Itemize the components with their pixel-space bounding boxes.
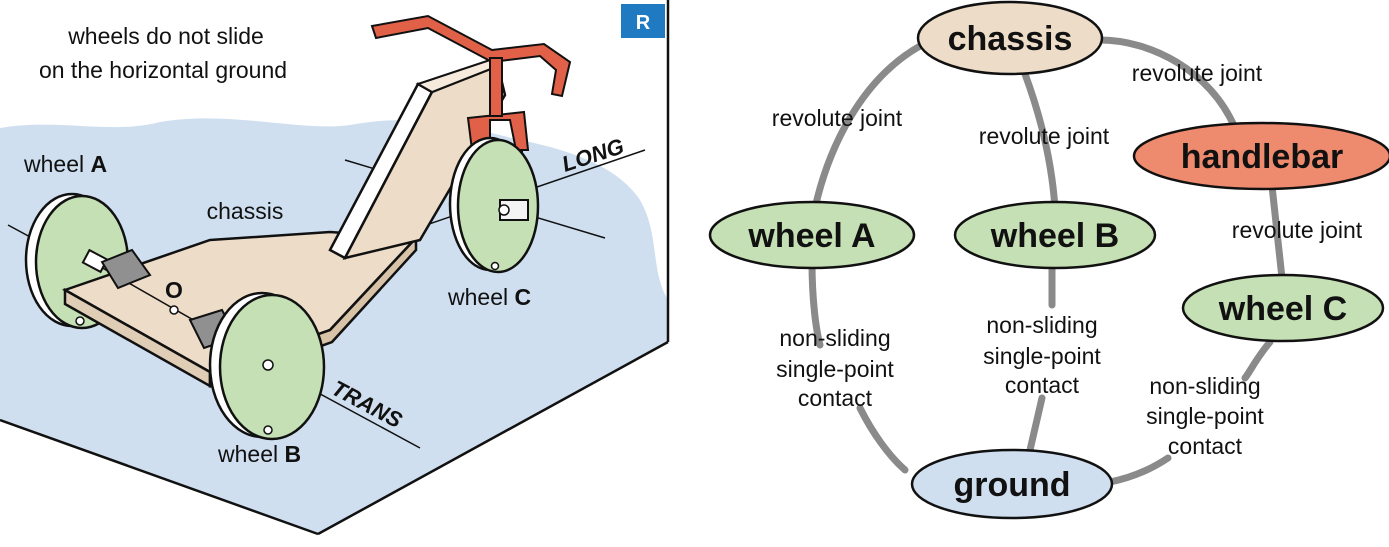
node-ground: ground [910,448,1114,520]
note-line-2: on the horizontal ground [39,57,287,83]
edge-wheel-c-ground [1106,338,1274,486]
handlebar-part [370,14,572,117]
room-edge [317,340,669,536]
svg-text:wheel B: wheel B [990,217,1119,255]
node-wheel-b: wheel B [953,200,1157,270]
wheel-a-label: wheel A [23,151,107,177]
edge-wheel-a-ground [808,258,909,474]
edge-label-wheel-c-ground: non-sliding single-point contact [1146,373,1264,459]
node-wheel-c: wheel C [1181,273,1385,343]
svg-text:contact: contact [798,385,873,411]
node-chassis: chassis [916,0,1104,76]
edge-chassis-wheel-a [811,42,924,212]
origin-label: O [165,277,183,303]
svg-text:wheel C: wheel C [1218,290,1347,328]
edge-handlebar-wheel-c [1268,182,1286,282]
svg-text:contact: contact [1168,433,1243,459]
badge-letter: R [636,12,651,34]
wheel-c-part [448,136,540,274]
wheel-b-part [208,291,326,441]
tricycle-illustration: R wheels do not slide on the horizontal … [0,0,670,536]
connectivity-graph: chassis handlebar wheel A wheel B wheel … [708,0,1389,520]
svg-text:non-sliding: non-sliding [986,312,1097,338]
wheel-b-label: wheel B [217,441,301,467]
wheel-c-label: wheel C [447,284,531,310]
svg-text:single-point: single-point [776,356,894,382]
svg-text:wheel A: wheel A [747,217,875,255]
edge-chassis-handlebar [1096,36,1239,132]
chassis-label: chassis [207,198,284,224]
svg-text:non-sliding: non-sliding [1149,373,1260,399]
badge [621,4,665,38]
edge-label-chassis-wheel-a: revolute joint [772,105,903,131]
node-handlebar: handlebar [1132,121,1389,191]
edge-label-wheel-a-ground: non-sliding single-point contact [776,325,894,411]
svg-text:chassis: chassis [948,20,1073,58]
svg-text:ground: ground [953,466,1070,504]
edge-chassis-wheel-b [1021,70,1059,212]
note-line-1: wheels do not slide [67,23,264,49]
svg-text:single-point: single-point [1146,403,1264,429]
origin-point [169,305,179,315]
edge-label-chassis-wheel-b: revolute joint [979,123,1110,149]
edge-label-wheel-b-ground: non-sliding single-point contact [983,312,1101,398]
svg-text:handlebar: handlebar [1181,138,1343,176]
node-wheel-a: wheel A [708,200,916,270]
svg-text:single-point: single-point [983,343,1101,369]
svg-text:contact: contact [1005,372,1080,398]
room-edge [0,418,319,536]
svg-text:non-sliding: non-sliding [779,325,890,351]
edge-label-handlebar-wheel-c: revolute joint [1232,217,1363,243]
edge-label-chassis-handlebar: revolute joint [1132,60,1263,86]
